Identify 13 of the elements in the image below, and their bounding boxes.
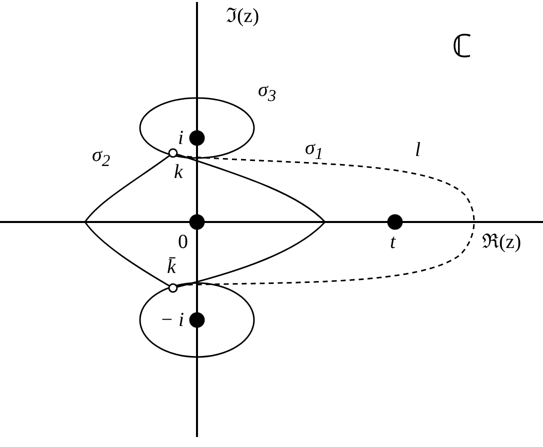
point-label: t bbox=[390, 232, 396, 252]
axis-label: ℑ(z) bbox=[226, 6, 260, 26]
point-label: k̄ bbox=[167, 257, 176, 277]
point-label: i bbox=[178, 128, 184, 148]
point-label: − i bbox=[160, 310, 184, 330]
point-label: 0 bbox=[178, 232, 188, 252]
axis-label: ℜ(z) bbox=[482, 232, 522, 252]
curve-label: σ$_{3}$ bbox=[258, 80, 276, 105]
plane-symbol: ℂ bbox=[452, 30, 472, 62]
curve-label: l bbox=[415, 140, 421, 160]
point-label: k bbox=[174, 162, 183, 182]
curve-label: σ$_{1}$ bbox=[305, 138, 324, 163]
curve-label: σ$_{2}$ bbox=[92, 145, 110, 170]
